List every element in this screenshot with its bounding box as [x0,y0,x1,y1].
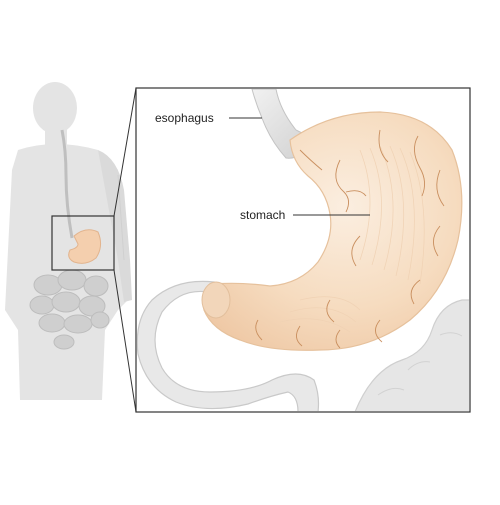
mini-esophagus [60,129,74,239]
esophagus-label: esophagus [155,111,214,125]
stomach-vessels [255,129,445,349]
zoom-connector-bottom [113,269,137,413]
mini-stomach [68,229,102,264]
mini-intestines [29,269,110,350]
duodenum [137,280,320,411]
colon [354,299,469,411]
stomach-striations [279,145,425,333]
pylorus [201,281,231,319]
stomach [202,111,463,351]
zoom-source-box [51,215,115,271]
stomach-label: stomach [240,208,286,222]
body-silhouette [5,82,132,400]
zoom-connector-top [113,87,137,217]
zoom-panel-content [137,89,469,411]
